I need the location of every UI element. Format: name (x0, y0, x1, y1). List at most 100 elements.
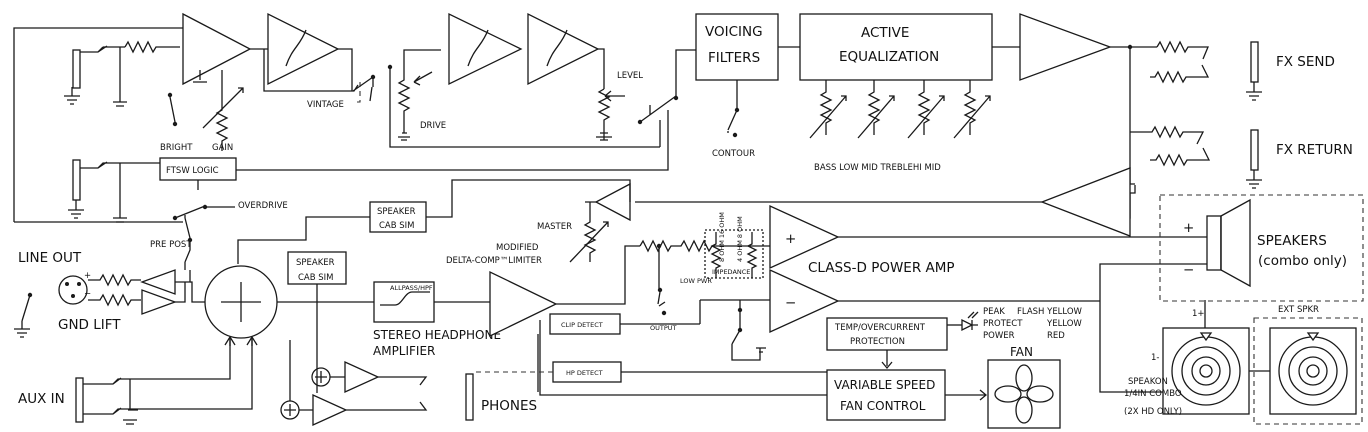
amp-minus: − (785, 295, 796, 311)
stereo-hp-label-2: AMPLIFIER (373, 344, 435, 358)
power-amp: + − CLASS-D POWER AMP (769, 204, 1190, 334)
fan-icon (987, 359, 1061, 429)
speaker-coil (1206, 215, 1222, 271)
input-section: BRIGHT GAIN (64, 12, 268, 153)
speaker-cab-sim-1 (369, 201, 427, 233)
ohm-8-label: 8 OHM 16 OHM (718, 212, 726, 262)
line-out-label: LINE OUT (18, 250, 82, 266)
modified-label-2: DELTA-COMP™LIMITER (446, 256, 542, 266)
filter-label: ALLPASS/HPF (390, 284, 433, 292)
output-section: OUTPUT LOW PWR IMPEDANCE 8 OHM 16 OHM 4 … (639, 212, 770, 361)
low-pwr-label: LOW PWR (680, 277, 712, 285)
speaker-cab-sim-2b: CAB SIM (298, 273, 334, 283)
voicing-label-2: FILTERS (708, 50, 760, 66)
active-label-2: EQUALIZATION (839, 49, 939, 65)
speakon-label-2: 1/4IN COMBO (1124, 389, 1182, 399)
speaker-cab-sim-1b: CAB SIM (379, 221, 415, 231)
fan-label: FAN (1010, 345, 1033, 359)
hp-detect-label: HP DETECT (566, 369, 603, 377)
amp-plus: + (785, 231, 796, 247)
input-amp (182, 12, 252, 86)
pin-1plus: 1+ (1192, 309, 1205, 319)
peak-label-3: POWER (983, 331, 1015, 341)
clipper-3 (527, 12, 600, 86)
aux-in-label: AUX IN (18, 391, 65, 407)
saturation-stage: VINTAGE DRIVE LEVEL (236, 12, 696, 171)
fan-blades (994, 364, 1054, 424)
overdrive-label: OVERDRIVE (238, 201, 288, 211)
class-d-amp-top (769, 204, 840, 270)
var-speed-label-2: FAN CONTROL (840, 399, 926, 413)
drive-label: DRIVE (420, 121, 446, 131)
output-label: OUTPUT (650, 324, 677, 332)
speakon-jack-1 (1162, 327, 1250, 415)
clipper-2 (448, 12, 523, 86)
stereo-hp-label-1: STEREO HEADPHONE (373, 328, 501, 342)
minus-pin: − (84, 289, 91, 299)
hp-amp-left (344, 360, 380, 394)
limiter-amp (489, 270, 558, 338)
speakers-label-2: (combo only) (1258, 253, 1347, 269)
ext-spkr-label: EXT SPKR (1278, 305, 1319, 315)
hp-amp-right (312, 393, 348, 427)
line-amp-1 (140, 269, 176, 295)
phones-label: PHONES (481, 398, 537, 414)
aux-in-jack (75, 377, 84, 423)
bright-label: BRIGHT (160, 143, 193, 153)
gain-label: GAIN (212, 143, 233, 153)
phones-jack (465, 373, 474, 421)
ftsw-jack (72, 159, 81, 201)
red-label: RED (1047, 331, 1065, 341)
fx-send-jack (1250, 41, 1259, 83)
contour-label: CONTOUR (712, 149, 755, 159)
impedance-label: IMPEDANCE (712, 268, 750, 276)
eq-bands-label: BASS LOW MID TREBLEHI MID (814, 163, 941, 173)
xlr-jack (58, 275, 88, 305)
fx-loop: FX SEND FX RETURN (585, 13, 1353, 237)
speaker-section: + − SPEAKERS (combo only) EXT SPKR 1+ 1-… (1020, 194, 1364, 425)
master-limiter: MASTER MODIFIED DELTA-COMP™LIMITER CLIP … (446, 202, 832, 396)
aux-phones-section: AUX IN PHONES (18, 338, 537, 427)
fx-return-jack (1250, 129, 1259, 171)
master-label: MASTER (537, 222, 572, 232)
flash-label: FLASH YELLOW (1017, 307, 1083, 317)
input-jack (72, 49, 81, 89)
vintage-label: VINTAGE (307, 100, 344, 110)
clip-detect-label: CLIP DETECT (561, 321, 603, 329)
protection-fan: TEMP/OVERCURRENT PROTECTION PEAK PROTECT… (826, 307, 1083, 429)
temp-label-2: PROTECTION (850, 337, 905, 347)
speakon-label-1: SPEAKON (1128, 377, 1168, 387)
speaker-plus: + (1183, 220, 1194, 236)
class-d-label: CLASS-D POWER AMP (808, 260, 955, 276)
pre-post-label: PRE POST (150, 240, 192, 250)
tone-stack: VOICING FILTERS CONTOUR ACTIVE EQUALIZAT… (695, 13, 1020, 173)
fx-send-label: FX SEND (1276, 54, 1335, 70)
eq-pots (809, 80, 991, 139)
voicing-label-1: VOICING (705, 24, 763, 40)
peak-label-1: PEAK (983, 307, 1005, 317)
temp-label-1: TEMP/OVERCURRENT (834, 323, 926, 333)
peak-label-2: PROTECT (983, 319, 1023, 329)
level-label: LEVEL (617, 71, 643, 81)
allpass-filter (373, 281, 435, 323)
ohm-4-label: 4 OHM 8 OHM (736, 216, 744, 262)
summer-headphones: SPEAKER CAB SIM ALLPASS/HPF STEREO HEADP… (190, 251, 501, 377)
speakon-label-3: (2X HD ONLY) (1124, 407, 1182, 417)
yellow-label: YELLOW (1046, 319, 1082, 329)
gnd-lift-label: GND LIFT (58, 317, 121, 333)
class-d-amp-bottom (769, 268, 840, 334)
footswitch-section: FTSW LOGIC OVERDRIVE PRE POST SPEAKER CA… (68, 157, 631, 270)
modified-label-1: MODIFIED (496, 243, 539, 253)
led (961, 318, 974, 332)
plus-pin: + (84, 271, 91, 281)
speaker-cab-sim-1a: SPEAKER (377, 207, 416, 217)
pin-1minus: 1- (1151, 353, 1159, 363)
temp-protection-block (826, 317, 948, 351)
speakon-jack-2 (1269, 327, 1357, 415)
speakers-label-1: SPEAKERS (1257, 233, 1327, 249)
speaker-cone (1220, 198, 1251, 288)
fx-send-amp (1019, 13, 1112, 81)
speaker-cab-sim-2 (287, 251, 347, 285)
var-speed-label-1: VARIABLE SPEED (834, 378, 935, 392)
